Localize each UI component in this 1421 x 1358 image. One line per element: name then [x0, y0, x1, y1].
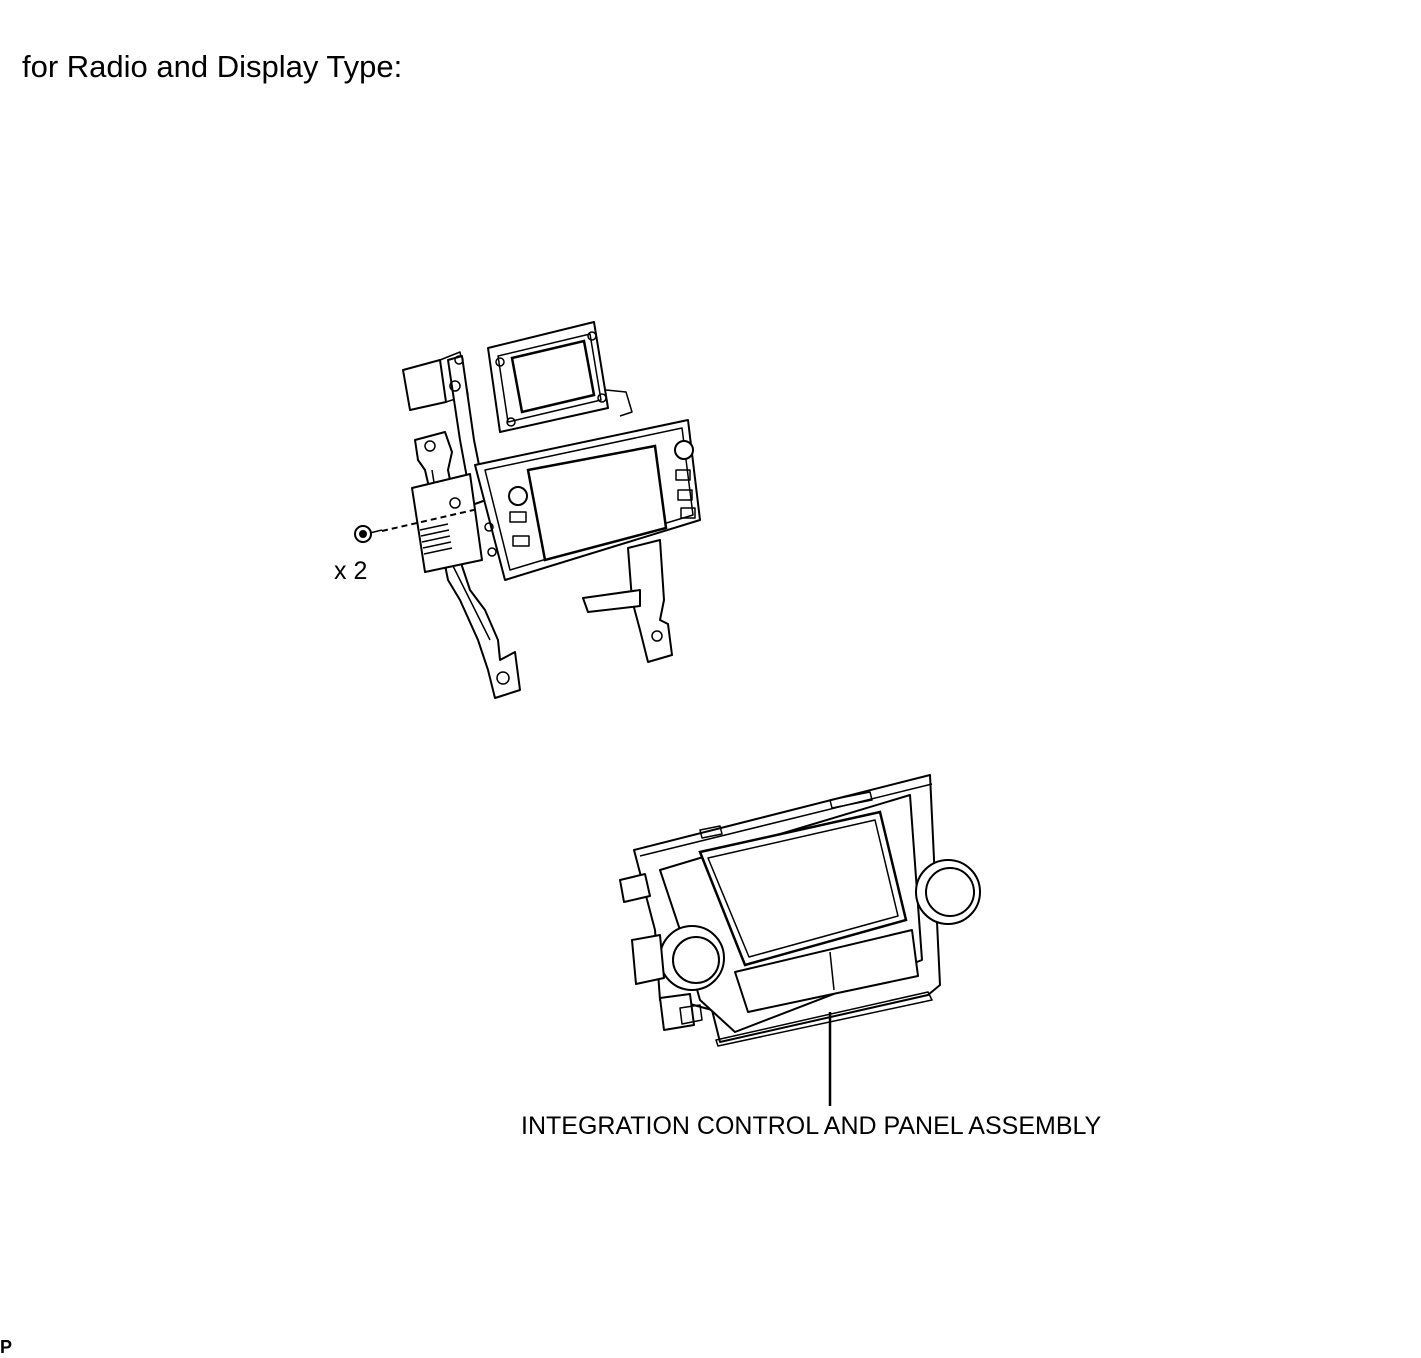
alignment-guide-line — [381, 508, 479, 532]
part-callout-label: INTEGRATION CONTROL AND PANEL ASSEMBLY — [521, 1112, 1102, 1140]
mounting-bracket-assembly — [402, 321, 701, 699]
diagram-heading: for Radio and Display Type: — [22, 49, 403, 84]
corner-mark: P — [0, 1337, 13, 1357]
screw-quantity-label: x 2 — [334, 557, 368, 585]
integration-control-panel-assembly — [619, 774, 981, 1047]
vent-grille — [419, 523, 453, 555]
screw-icon — [354, 525, 383, 543]
